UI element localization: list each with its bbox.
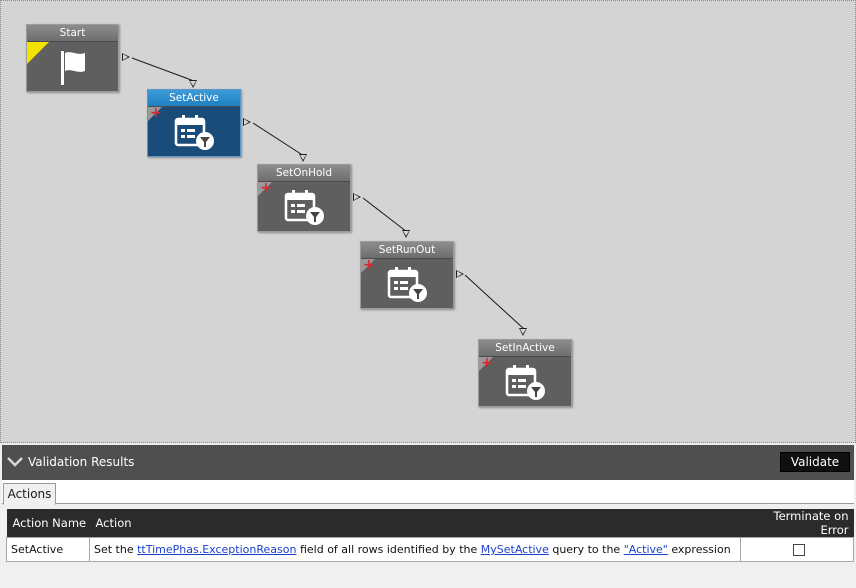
expand-plus-icon[interactable]: + <box>150 105 162 121</box>
cell-action[interactable]: Set the ttTimePhas.ExceptionReason field… <box>89 537 741 562</box>
actions-grid: Action Name Action Terminate on Error Se… <box>6 509 854 562</box>
node-start[interactable]: Start <box>26 24 119 92</box>
column-header-terminate-on-error[interactable]: Terminate on Error <box>740 509 854 538</box>
connector-setrunout-setinactive <box>464 274 525 330</box>
calendar-filter-icon <box>505 364 545 400</box>
node-title: SetActive <box>148 90 240 107</box>
node-title: Start <box>27 25 118 42</box>
node-setrunout[interactable]: SetRunOut + <box>360 241 454 309</box>
flag-icon <box>60 50 85 85</box>
input-port[interactable] <box>519 328 527 336</box>
input-port[interactable] <box>402 230 410 238</box>
connector-setactive-setonhold <box>252 122 305 157</box>
action-text: expression <box>667 543 731 556</box>
corner-marker-icon <box>361 259 375 273</box>
expand-plus-icon[interactable]: + <box>260 180 272 196</box>
action-text: field of all rows identified by the <box>296 543 481 556</box>
corner-marker-icon <box>258 182 272 196</box>
node-setinactive[interactable]: SetInActive + <box>478 339 572 407</box>
validation-results-title: Validation Results <box>28 455 135 469</box>
node-title: SetInActive <box>479 340 571 357</box>
node-setactive[interactable]: SetActive + <box>147 89 241 157</box>
tab-strip: Actions <box>2 480 854 505</box>
node-title: SetRunOut <box>361 242 453 259</box>
chevron-down-icon[interactable] <box>7 454 23 470</box>
corner-marker-icon <box>148 107 162 121</box>
corner-marker-icon <box>479 357 493 371</box>
validation-results-bar[interactable]: Validation Results Validate <box>2 445 854 480</box>
start-marker-icon <box>27 42 49 64</box>
input-port[interactable] <box>189 80 197 88</box>
table-row[interactable]: SetActive Set the ttTimePhas.ExceptionRe… <box>6 537 854 562</box>
field-link[interactable]: ttTimePhas.ExceptionReason <box>137 543 297 556</box>
connector-layer <box>131 57 525 330</box>
calendar-filter-icon <box>174 114 214 150</box>
output-port[interactable] <box>353 193 361 201</box>
column-header-action-name[interactable]: Action Name <box>6 509 90 538</box>
action-text: Set the <box>94 543 138 556</box>
column-header-action[interactable]: Action <box>89 509 741 538</box>
cell-terminate-on-error <box>740 537 854 562</box>
output-port[interactable] <box>122 53 130 61</box>
workflow-canvas[interactable]: Start SetActive + <box>0 0 856 443</box>
calendar-filter-icon <box>284 189 324 225</box>
calendar-filter-icon <box>387 266 427 302</box>
validate-button[interactable]: Validate <box>780 452 850 472</box>
output-port[interactable] <box>243 118 251 126</box>
expression-link[interactable]: "Active" <box>623 543 668 556</box>
table-header-row: Action Name Action Terminate on Error <box>6 509 854 538</box>
expand-plus-icon[interactable]: + <box>481 355 493 371</box>
expand-plus-icon[interactable]: + <box>363 257 375 273</box>
terminate-on-error-checkbox[interactable] <box>793 544 805 556</box>
node-title: SetOnHold <box>258 165 350 182</box>
connector-start-setactive <box>131 57 195 82</box>
node-setonhold[interactable]: SetOnHold + <box>257 164 351 232</box>
connector-setonhold-setrunout <box>362 197 408 233</box>
cell-action-name[interactable]: SetActive <box>6 537 90 562</box>
tab-actions[interactable]: Actions <box>3 483 56 505</box>
output-port[interactable] <box>456 270 464 278</box>
input-port[interactable] <box>299 154 307 162</box>
query-link[interactable]: MySetActive <box>480 543 549 556</box>
action-text: query to the <box>548 543 624 556</box>
